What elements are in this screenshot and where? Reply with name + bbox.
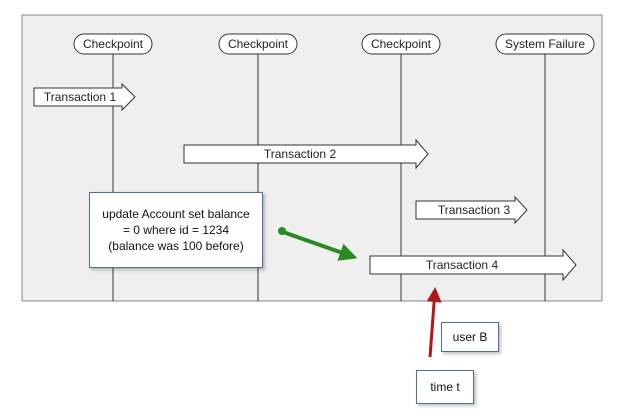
checkpoint-2-node: Checkpoint [218, 33, 298, 55]
user-b-label: user B [452, 330, 488, 344]
checkpoint-1-node: Checkpoint [73, 33, 153, 55]
update-note-line-1: update Account set balance [102, 207, 250, 221]
green-pointer-arrow [278, 227, 358, 261]
transaction-2-arrow: Transaction 2 [183, 138, 429, 170]
transaction-2-label: Transaction 2 [264, 147, 337, 161]
checkpoint-3-node: Checkpoint [361, 33, 441, 55]
time-t-note: time t [416, 370, 474, 404]
transaction-4-arrow: Transaction 4 [369, 248, 577, 282]
update-note-line-2: = 0 where id = 1234 [122, 223, 230, 237]
transaction-4-label: Transaction 4 [426, 258, 499, 272]
red-time-arrow [426, 287, 442, 358]
transaction-3-label: Transaction 3 [438, 203, 511, 217]
system-failure-node: System Failure [495, 33, 595, 55]
checkpoint-1-label: Checkpoint [83, 37, 144, 51]
system-failure-label: System Failure [505, 37, 585, 51]
checkpoint-3-label: Checkpoint [371, 37, 432, 51]
transaction-1-arrow: Transaction 1 [33, 82, 136, 112]
transaction-3-arrow: Transaction 3 [415, 195, 528, 225]
user-b-note: user B [441, 322, 499, 352]
update-statement-note: update Account set balance = 0 where id … [89, 192, 263, 268]
time-t-label: time t [430, 380, 460, 394]
transaction-1-label: Transaction 1 [44, 90, 117, 104]
update-note-line-3: (balance was 100 before) [108, 239, 244, 253]
checkpoint-2-label: Checkpoint [228, 37, 289, 51]
